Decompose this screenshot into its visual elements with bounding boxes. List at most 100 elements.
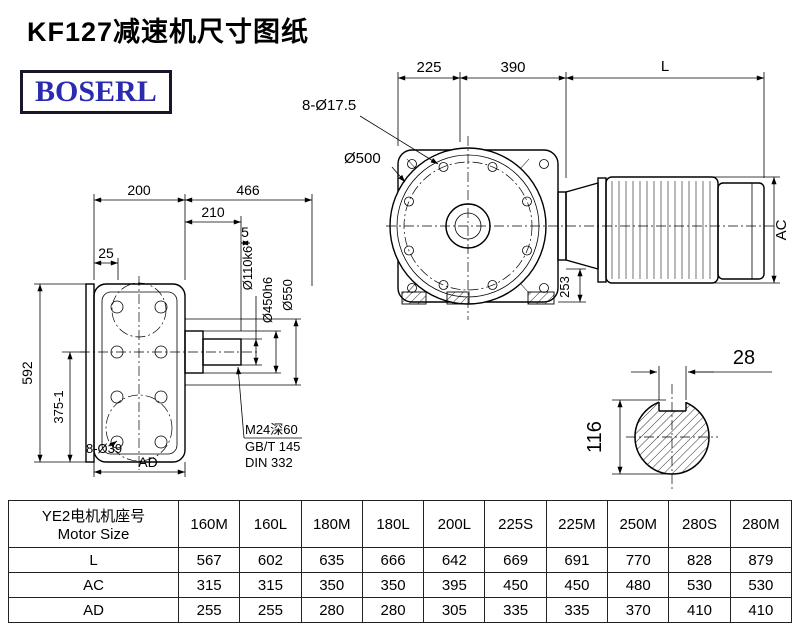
tap-note-din332: DIN 332 <box>245 455 293 470</box>
table-cell: 450 <box>484 572 547 598</box>
table-cell: 635 <box>300 547 363 573</box>
flange-bolt <box>438 162 449 172</box>
table-row: L 567 602 635 666 642 669 691 770 828 87… <box>8 547 793 573</box>
table-cell: 602 <box>239 547 302 573</box>
dim-label-253: 253 <box>557 276 572 298</box>
table-cell: 315 <box>239 572 302 598</box>
table-header-cell: 225M <box>545 500 609 548</box>
motor-fins <box>611 181 711 279</box>
table-cell: 410 <box>729 597 793 623</box>
dim-label-200: 200 <box>127 182 151 198</box>
dim-label-ac: AC <box>773 219 790 240</box>
table-cell: 350 <box>300 572 363 598</box>
table-cell: 879 <box>729 547 793 573</box>
dim-label-5: 5 <box>241 224 249 240</box>
table-cell: 669 <box>484 547 547 573</box>
bolt-note-8xd17: 8-Ø17.5 <box>302 97 356 114</box>
front-view: 225 390 L 8-Ø17.5 Ø500 AC 253 <box>302 58 790 320</box>
table-header-cell: 280M <box>729 500 793 548</box>
motor-size-label-en: Motor Size <box>57 526 130 543</box>
table-cell: 395 <box>423 572 486 598</box>
dimension-table: YE2电机机座号 Motor Size 160M 160L 180M 180L … <box>8 500 793 623</box>
table-header-cell: 225S <box>484 500 547 548</box>
dim-label-motor-length: L <box>661 58 669 75</box>
table-cell: 280 <box>361 597 425 623</box>
dim-label-390: 390 <box>500 59 525 76</box>
dim-label-flange-dia: Ø550 <box>280 279 295 311</box>
table-cell: 370 <box>607 597 670 623</box>
table-cell: 770 <box>607 547 670 573</box>
flange-bolt <box>487 162 498 172</box>
table-cell: 255 <box>177 597 241 623</box>
table-cell: 335 <box>545 597 609 623</box>
flange-bolt <box>404 196 414 207</box>
table-header-cell: 180L <box>361 500 425 548</box>
table-row-label: L <box>8 547 179 573</box>
dim-label-210: 210 <box>201 204 225 220</box>
table-cell: 666 <box>361 547 425 573</box>
table-cell: 280 <box>300 597 363 623</box>
table-cell: 255 <box>239 597 302 623</box>
flange-bolt <box>404 245 414 256</box>
table-header-cell: 180M <box>300 500 363 548</box>
table-cell: 642 <box>423 547 486 573</box>
table-cell: 450 <box>545 572 609 598</box>
flange-bolt <box>438 280 449 290</box>
mount-hole <box>154 300 168 314</box>
table-header-row: YE2电机机座号 Motor Size 160M 160L 180M 180L … <box>8 500 793 548</box>
mount-hole <box>154 435 168 449</box>
table-cell: 480 <box>607 572 670 598</box>
mount-hole <box>154 390 168 404</box>
table-row: AC 315 315 350 350 395 450 450 480 530 5… <box>8 572 793 598</box>
dim-label-ad: AD <box>138 454 157 470</box>
dim-label-bore-dia: 116 <box>584 421 606 453</box>
table-header-cell: 160L <box>239 500 302 548</box>
table-cell: 410 <box>668 597 731 623</box>
flange-bolt <box>487 280 498 290</box>
side-view: 200 466 210 5 25 592 375-1 8-Ø39 AD Ø110… <box>19 182 313 477</box>
tap-note-gbt145: GB/T 145 <box>245 439 300 454</box>
table-header-cell: 250M <box>607 500 670 548</box>
tap-note-m24: M24深60 <box>245 422 298 437</box>
table-header-motor-size: YE2电机机座号 Motor Size <box>8 500 179 548</box>
dim-label-225: 225 <box>416 59 441 76</box>
table-row: AD 255 255 280 280 305 335 335 370 410 4… <box>8 597 793 623</box>
table-cell: 335 <box>484 597 547 623</box>
mount-hole <box>110 390 124 404</box>
shaft-section-view: 28 116 <box>584 347 772 492</box>
output-shaft <box>202 338 242 366</box>
flange-dia-note-d500: Ø500 <box>344 150 381 167</box>
dim-label-25: 25 <box>98 245 114 261</box>
dim-label-466: 466 <box>236 182 260 198</box>
technical-drawing: 200 466 210 5 25 592 375-1 8-Ø39 AD Ø110… <box>19 58 790 492</box>
flange-bolt <box>522 245 532 256</box>
bolt-note-8xd39: 8-Ø39 <box>86 441 122 456</box>
table-cell: 315 <box>177 572 241 598</box>
table-row-label: AD <box>8 597 179 623</box>
table-header-cell: 280S <box>668 500 731 548</box>
dim-label-hub-dia: Ø450h6 <box>260 277 275 323</box>
table-header-cell: 200L <box>423 500 486 548</box>
page-title: KF127减速机尺寸图纸 <box>27 17 310 47</box>
table-row-label: AC <box>8 572 179 598</box>
motor-flange <box>597 177 607 283</box>
table-cell: 828 <box>668 547 731 573</box>
table-cell: 530 <box>729 572 793 598</box>
brand-logo: BOSERL <box>20 70 172 114</box>
table-cell: 350 <box>361 572 425 598</box>
table-cell: 530 <box>668 572 731 598</box>
dim-label-shaft-dia: Ø110k6 <box>240 246 255 291</box>
flange-edge <box>85 283 95 463</box>
dim-label-key-width: 28 <box>733 347 755 369</box>
table-cell: 305 <box>423 597 486 623</box>
dim-label-375: 375-1 <box>51 390 66 423</box>
motor-size-label-cn: YE2电机机座号 <box>41 508 146 525</box>
dim-label-592: 592 <box>19 361 35 385</box>
table-header-cell: 160M <box>177 500 241 548</box>
table-cell: 691 <box>545 547 609 573</box>
fan-cover <box>717 182 765 280</box>
motor-body <box>605 176 719 284</box>
mount-hole <box>110 300 124 314</box>
flange-bolt <box>522 196 532 207</box>
table-cell: 567 <box>177 547 241 573</box>
